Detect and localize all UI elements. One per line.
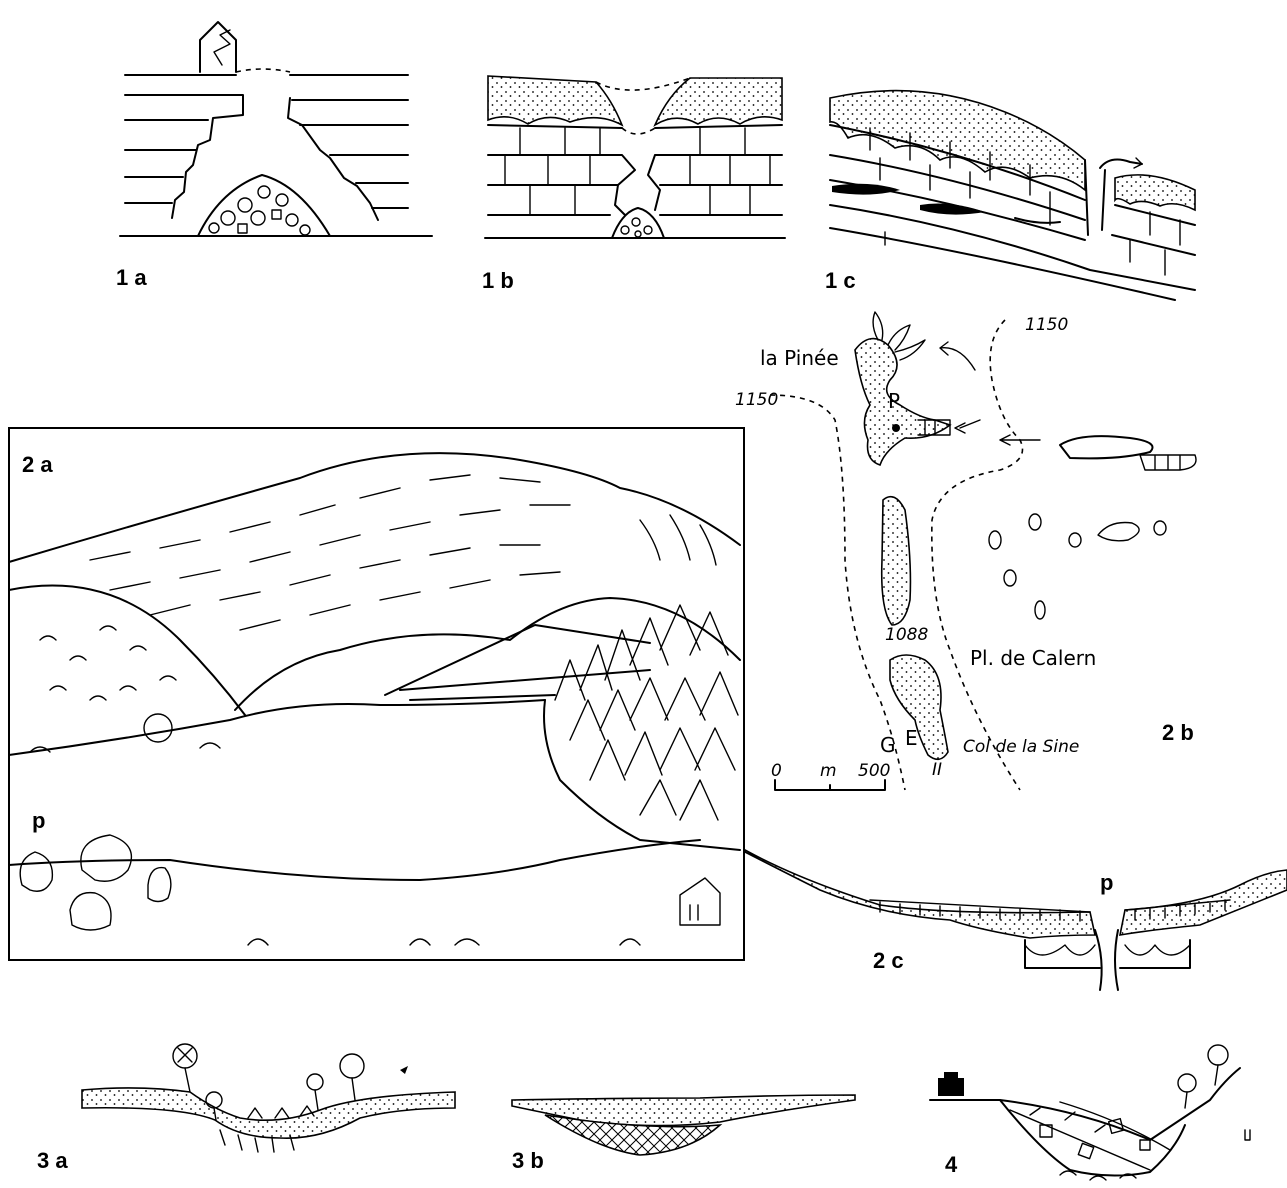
letter-e: E: [905, 726, 918, 750]
letter-ii: II: [932, 760, 942, 780]
figure-2b-map: [770, 312, 1196, 790]
contour-label-1150-left: 1150: [735, 390, 778, 410]
figure-2c: [745, 850, 1287, 990]
letter-p: P: [888, 389, 900, 413]
scale-unit: m: [820, 761, 837, 781]
figure-3b: [512, 1095, 855, 1155]
label-1a: 1 a: [116, 265, 147, 290]
label-4: 4: [945, 1152, 958, 1177]
letter-g: G: [880, 733, 896, 757]
place-la-pinee: la Pinée: [760, 346, 839, 370]
figure-3a: [82, 1044, 455, 1152]
marker-p-right: p: [1100, 870, 1113, 895]
label-3a: 3 a: [37, 1148, 68, 1173]
scale-zero: 0: [771, 761, 782, 781]
label-1b: 1 b: [482, 268, 514, 293]
contour-label-1150-right: 1150: [1025, 315, 1068, 335]
label-2a: 2 a: [22, 452, 53, 477]
spot-height-1088: 1088: [885, 625, 928, 645]
figure-1c: [830, 91, 1195, 300]
label-1c: 1 c: [825, 268, 856, 293]
figure-1a: [120, 22, 432, 236]
label-2c: 2 c: [873, 948, 904, 973]
place-col-de-la-sine: Col de la Sine: [963, 737, 1079, 757]
figure-4: [930, 1045, 1250, 1180]
figure-1b: [485, 76, 785, 238]
label-2b: 2 b: [1162, 720, 1194, 745]
place-pl-de-calern: Pl. de Calern: [970, 646, 1096, 670]
scale-max: 500: [858, 761, 890, 781]
figure-2a: [9, 428, 744, 960]
contour-line-right: [932, 320, 1023, 790]
marker-p-left: p: [32, 808, 45, 833]
label-3b: 3 b: [512, 1148, 544, 1173]
